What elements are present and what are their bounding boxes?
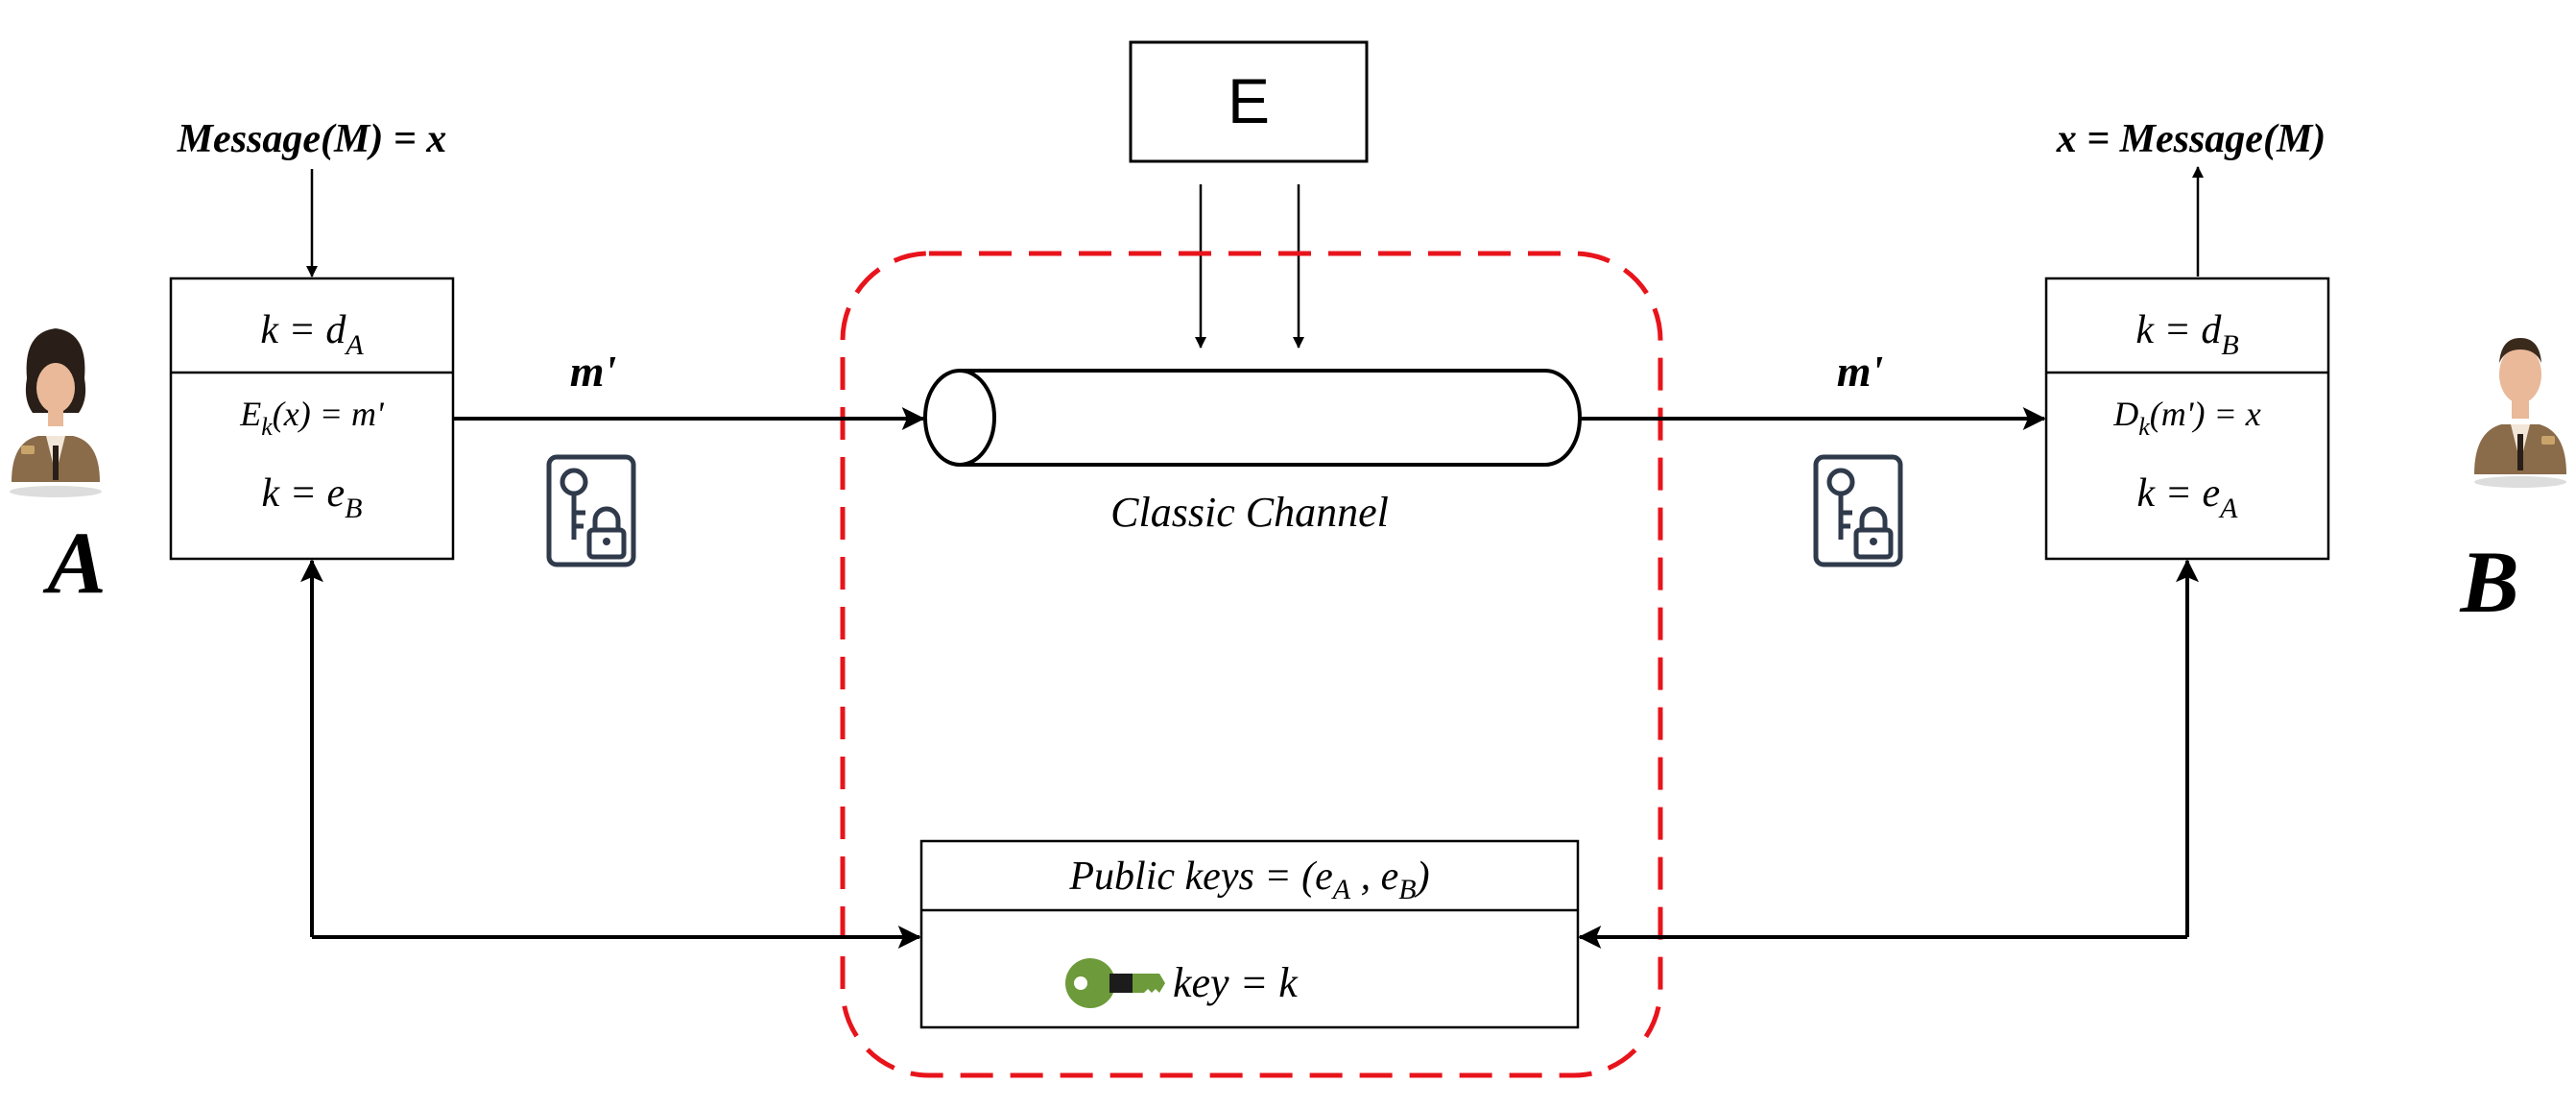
key-lock-icon — [1813, 454, 1903, 567]
sender-message-label: Message(M) = x — [177, 117, 447, 161]
sender-key-box — [169, 277, 455, 561]
classic-channel-pipe — [923, 369, 1582, 467]
public-keys-title: Public keys = (eA , eB) — [1068, 855, 1429, 905]
receiver-party-label: B — [2459, 533, 2518, 631]
receiver-public-key: k = eA — [2137, 471, 2239, 524]
receiver-ciphertext-label: m' — [1837, 347, 1884, 396]
sender-party-label: A — [42, 514, 106, 612]
man-officer-avatar — [2474, 338, 2566, 488]
eavesdropper-box: E — [1129, 40, 1369, 163]
eavesdropping-zone-boundary — [840, 251, 1663, 1078]
public-keys-box — [919, 839, 1580, 1029]
woman-officer-avatar — [10, 328, 102, 497]
receiver-private-key: k = dB — [2135, 308, 2238, 361]
sender-public-key: k = eB — [262, 471, 363, 524]
sender-private-key: k = dA — [260, 308, 364, 361]
receiver-key-box — [2044, 277, 2330, 561]
shared-key-text: key = k — [1173, 959, 1299, 1006]
sender-encrypt-formula: Ek(x) = m' — [239, 395, 385, 441]
green-key-icon — [1065, 958, 1165, 1008]
receiver-message-label: x = Message(M) — [2056, 117, 2326, 161]
receiver-decrypt-formula: Dk(m') = x — [2112, 395, 2261, 441]
key-lock-icon — [546, 454, 636, 567]
sender-ciphertext-label: m' — [570, 347, 617, 396]
eavesdropper-label: E — [1228, 65, 1270, 136]
channel-label: Classic Channel — [1110, 489, 1389, 536]
